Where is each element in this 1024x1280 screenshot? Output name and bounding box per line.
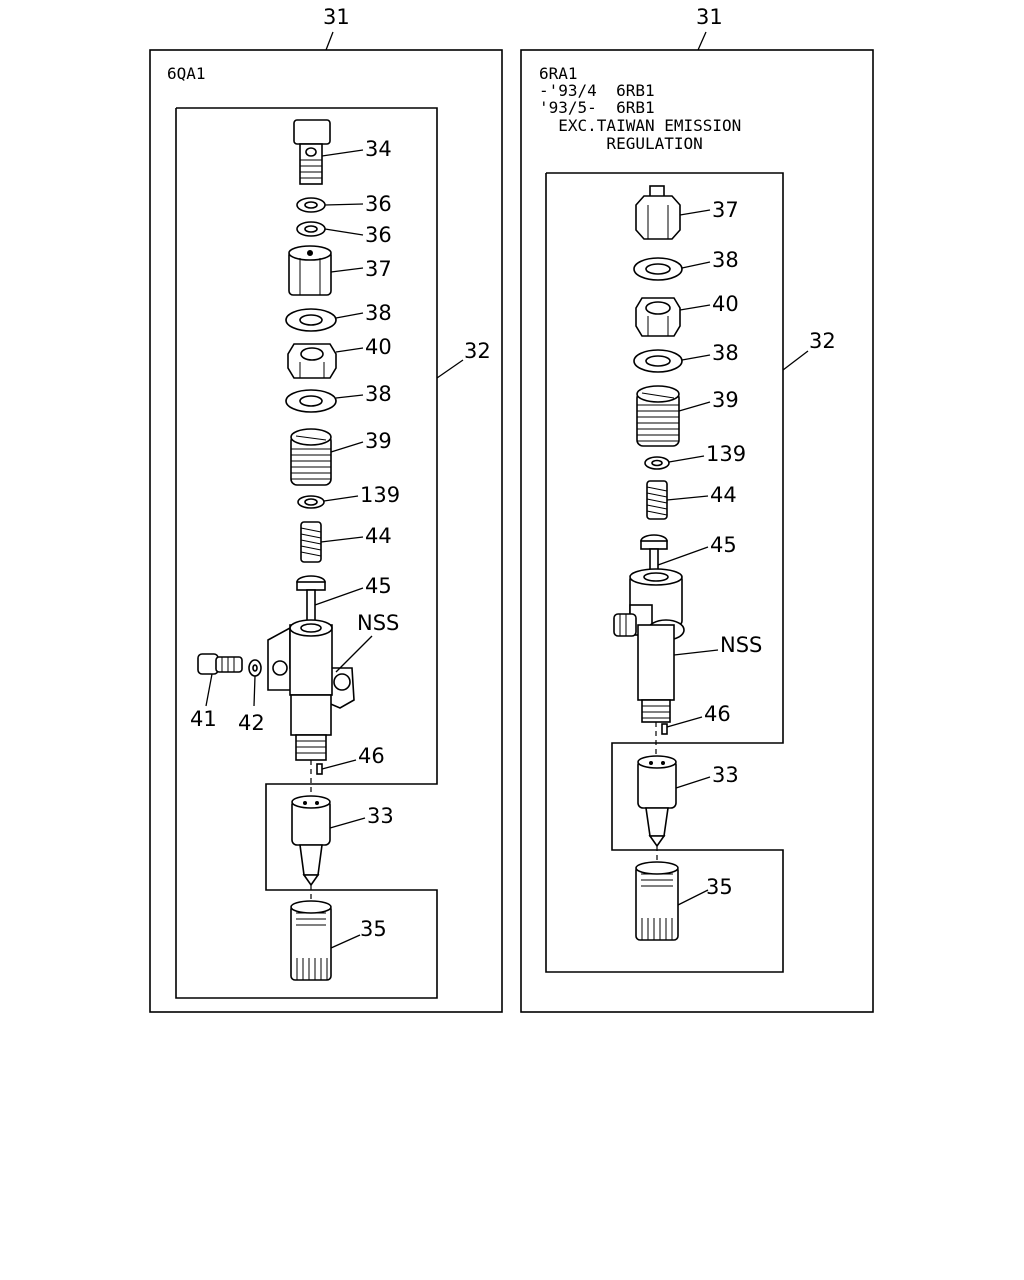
left-assembly-callout: 31 [323, 5, 350, 29]
left-holder-callout: 32 [464, 339, 491, 363]
right-label-38b: 38 [712, 341, 739, 365]
left-label-45: 45 [365, 574, 392, 598]
right-header-line-3: '93/5- 6RB1 [539, 98, 655, 117]
injector-body-nss-right [613, 568, 685, 723]
right-label-44: 44 [710, 483, 737, 507]
right-assembly-leader [697, 31, 707, 51]
left-label-36b: 36 [365, 223, 392, 247]
left-label-38a: 38 [365, 301, 392, 325]
right-header-line-2: -'93/4 6RB1 [539, 81, 655, 100]
left-assembly-leader [325, 31, 334, 51]
left-label-nss: NSS [357, 611, 399, 635]
right-panel: 31 6RA1 -'93/4 6RB1 '93/5- 6RB1 EXC.TAIW… [520, 5, 874, 1013]
pin-46-right [661, 723, 668, 735]
left-label-40: 40 [365, 335, 392, 359]
left-label-41: 41 [190, 707, 217, 731]
pin-46 [316, 763, 323, 775]
left-label-42: 42 [238, 711, 265, 735]
right-label-38a: 38 [712, 248, 739, 272]
left-holder-frame [175, 107, 438, 999]
right-assembly-callout: 31 [696, 5, 723, 29]
retaining-nut-35 [290, 900, 332, 981]
right-label-39: 39 [712, 388, 739, 412]
right-label-nss: NSS [720, 633, 762, 657]
right-label-40: 40 [712, 292, 739, 316]
nozzle-33-right [637, 755, 677, 848]
threaded-sleeve-39-right [636, 385, 680, 447]
retaining-nut-35-right [635, 861, 679, 941]
right-label-37: 37 [712, 198, 739, 222]
push-rod-45 [296, 575, 326, 631]
cap-nut-37-right [635, 185, 681, 240]
right-header-line-5: REGULATION [539, 134, 703, 153]
left-panel: 31 6QA1 32 34 36 36 [149, 5, 503, 1013]
spring-44-right [646, 480, 668, 520]
left-label-38b: 38 [365, 382, 392, 406]
left-label-39: 39 [365, 429, 392, 453]
left-label-46: 46 [358, 744, 385, 768]
right-label-33: 33 [712, 763, 739, 787]
right-outer-frame [520, 49, 874, 1013]
right-label-45: 45 [710, 533, 737, 557]
nut-40-right [635, 297, 681, 337]
right-label-46: 46 [704, 702, 731, 726]
right-holder-frame [545, 172, 784, 973]
right-label-35: 35 [706, 875, 733, 899]
left-label-44: 44 [365, 524, 392, 548]
left-label-35: 35 [360, 917, 387, 941]
left-header-line-1: 6QA1 [167, 64, 206, 83]
spring-44 [300, 521, 322, 563]
threaded-sleeve-39 [290, 428, 332, 486]
nut-40 [287, 343, 337, 379]
right-holder-leader [782, 350, 809, 371]
left-holder-leader [436, 359, 464, 379]
right-label-139: 139 [706, 442, 746, 466]
right-header-line-4: EXC.TAIWAN EMISSION [539, 116, 741, 135]
right-header-line-1: 6RA1 [539, 64, 578, 83]
nozzle-33 [291, 795, 331, 887]
left-label-139: 139 [360, 483, 400, 507]
injector-body-nss [267, 619, 355, 761]
left-label-33: 33 [367, 804, 394, 828]
left-label-36a: 36 [365, 192, 392, 216]
left-label-37: 37 [365, 257, 392, 281]
right-holder-callout: 32 [809, 329, 836, 353]
connector-41 [197, 653, 243, 675]
left-label-34: 34 [365, 137, 392, 161]
cap-nut-37 [288, 245, 332, 296]
left-outer-frame [149, 49, 503, 1013]
eye-bolt-34 [293, 119, 331, 185]
